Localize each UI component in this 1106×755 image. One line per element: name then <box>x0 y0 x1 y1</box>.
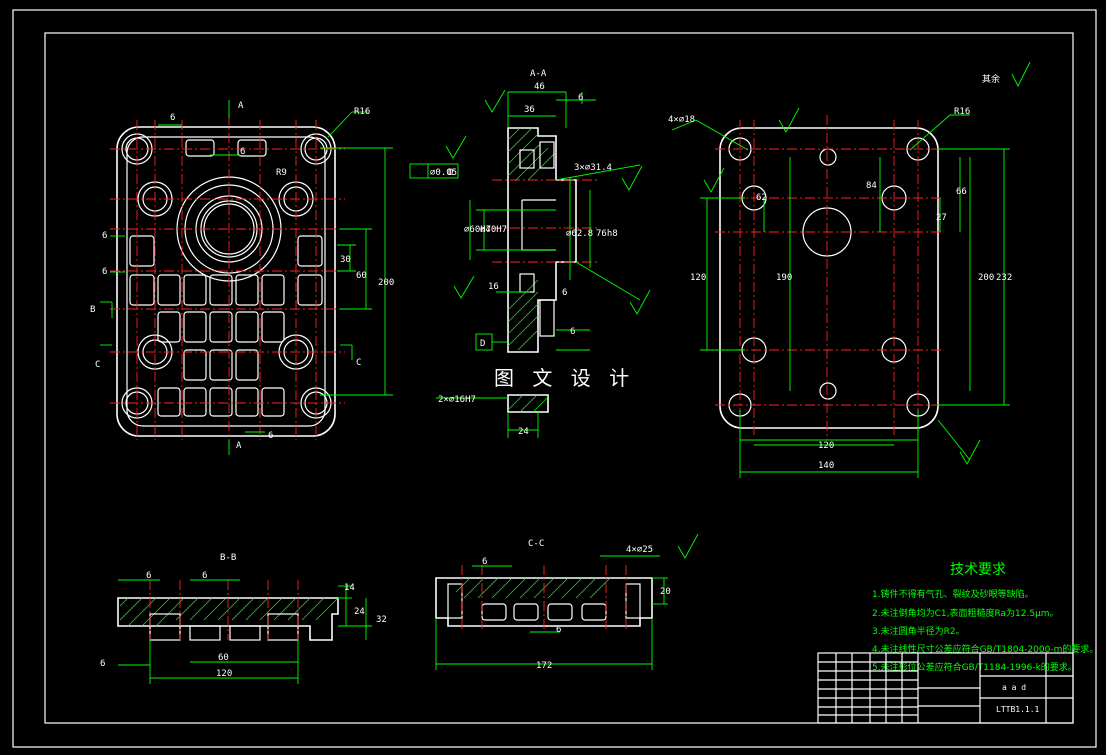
bb-dim-6b: 6 <box>202 571 207 581</box>
bb-dim-120: 120 <box>216 669 232 679</box>
tech-req-item-2: 2.未注倒角均为C1,表面粗糙度Ra为12.5μm。 <box>872 607 1059 619</box>
rv-dim-66: 66 <box>956 187 967 197</box>
inner-frame <box>44 32 1074 724</box>
rv-dim-140: 140 <box>818 461 834 471</box>
rv-dim-200: 200 <box>978 273 994 283</box>
fv-dim-60: 60 <box>356 271 367 281</box>
section-bb-label: B-B <box>220 553 236 563</box>
bb-dim-60: 60 <box>218 653 229 663</box>
tech-req-title: 技术要求 <box>950 562 1006 578</box>
bb-dim-24: 24 <box>354 607 365 617</box>
aa-dim-40h7: ⌀40H7 <box>480 225 507 235</box>
rv-roughness-note: 其余 <box>982 73 1000 85</box>
label-b-left: B <box>90 305 95 315</box>
watermark-text: 图 文 设 计 <box>494 366 635 390</box>
label-a-top: A <box>238 101 244 111</box>
aa-dim-62: ⌀62.8 <box>566 229 593 239</box>
rv-dim-84: 84 <box>866 181 877 191</box>
fv-dim-200: 200 <box>378 278 394 288</box>
tech-requirements: 技术要求 1.铸件不得有气孔、裂纹及砂眼等缺陷。 2.未注倒角均为C1,表面粗糙… <box>872 562 1098 673</box>
fv-dim-6d: 6 <box>102 267 107 277</box>
section-cc: C-C <box>435 539 671 671</box>
aa-dim-16: 16 <box>488 282 499 292</box>
bb-dim-32: 32 <box>376 615 387 625</box>
fv-dim-6c: 6 <box>102 231 107 241</box>
aa-dim-6b: 6 <box>562 288 567 298</box>
section-aa: A-A <box>409 69 641 438</box>
rv-dim-27: 27 <box>936 213 947 223</box>
cc-dim-6a: 6 <box>482 557 487 567</box>
tech-req-item-5: 5.未注形位公差应符合GB/T1184-1996-k的要求。 <box>872 661 1077 673</box>
tech-req-item-4: 4.未注线性尺寸公差应符合GB/T1804-2000-m的要求。 <box>872 643 1098 655</box>
bb-dim-6c: 6 <box>100 659 105 669</box>
fv-dim-6e: 6 <box>268 431 273 441</box>
rv-dim-r16: R16 <box>954 107 970 117</box>
aa-dim-3x31: 3×⌀31.4 <box>574 163 612 173</box>
section-bb: B-B <box>100 553 387 684</box>
front-view: A A B C C R16 6 6 R9 6 6 30 60 200 6 <box>90 100 394 455</box>
rv-dim-62: 62 <box>756 193 767 203</box>
aa-dim-46: 46 <box>534 82 545 92</box>
title-block-code: LTTB1.1.1 <box>996 705 1040 714</box>
rv-dim-120v: 120 <box>690 273 706 283</box>
aa-dim-6c: 6 <box>570 327 575 337</box>
label-c-right: C <box>356 358 361 368</box>
title-block-name: a a d <box>1002 683 1026 692</box>
cc-dim-4x25: 4×⌀25 <box>626 545 653 555</box>
aa-dim-76h8: 76h8 <box>596 229 618 239</box>
aa-dim-60h7: ⌀60H7 <box>464 225 491 235</box>
label-c-left: C <box>95 360 100 370</box>
aa-datum-d: D <box>480 339 485 349</box>
bb-dim-14: 14 <box>344 583 355 593</box>
fv-dim-r16: R16 <box>354 107 370 117</box>
outer-frame <box>12 9 1097 748</box>
roughness-symbols <box>445 61 1031 559</box>
title-block: a a d LTTB1.1.1 <box>817 652 1074 724</box>
rv-dim-232: 232 <box>996 273 1012 283</box>
aa-tol: ⌀0.05 <box>430 168 457 178</box>
fv-dim-6a: 6 <box>170 113 175 123</box>
fv-dim-30: 30 <box>340 255 351 265</box>
rv-dim-120h: 120 <box>818 441 834 451</box>
aa-datum-ref: D <box>448 168 453 178</box>
label-a-bottom: A <box>236 441 242 451</box>
rv-dim-4x18: 4×⌀18 <box>668 115 695 125</box>
cc-dim-6b: 6 <box>556 625 561 635</box>
aa-dim-2x16h7: 2×⌀16H7 <box>438 395 476 405</box>
rear-view: 其余 4×⌀18 R16 62 84 66 27 120 190 200 232… <box>668 73 1012 478</box>
bb-dim-6a: 6 <box>146 571 151 581</box>
section-cc-label: C-C <box>528 539 544 549</box>
rv-dim-190: 190 <box>776 273 792 283</box>
cc-dim-172: 172 <box>536 661 552 671</box>
tech-req-item-1: 1.铸件不得有气孔、裂纹及砂眼等缺陷。 <box>872 588 1034 600</box>
aa-dim-36: 36 <box>524 105 535 115</box>
aa-dim-24: 24 <box>518 427 529 437</box>
section-aa-label: A-A <box>530 69 547 79</box>
tech-req-item-3: 3.未注圆角半径为R2。 <box>872 625 965 637</box>
aa-dim-6: 6 <box>578 93 583 103</box>
fv-dim-6b: 6 <box>240 147 245 157</box>
fv-dim-r9: R9 <box>276 168 287 178</box>
cc-dim-20: 20 <box>660 587 671 597</box>
